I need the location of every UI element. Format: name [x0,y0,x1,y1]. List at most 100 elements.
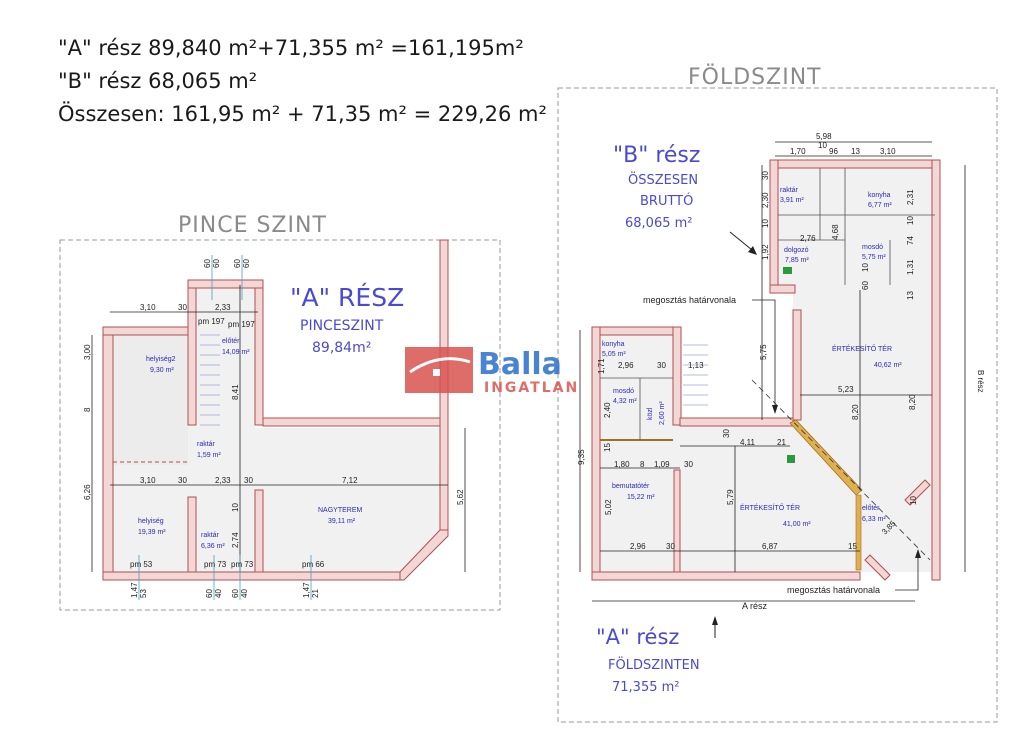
room-name: ÉRTÉKESÍTŐ TÉR [832,344,892,353]
dimension: 74 [906,236,915,245]
b-part-area: 68,065 m² [625,216,693,231]
a-part-label: A rész [742,601,768,611]
ground-level-title: FÖLDSZINT [688,64,822,90]
basement-frame [59,239,501,611]
room-area: 3,91 m² [780,197,804,204]
b-part-sub1: ÖSSZESEN [628,171,698,188]
dimension: 1,70 [790,147,806,156]
dimension: 1,47 [130,582,139,598]
dimension: 3,10 [140,476,156,485]
room-name: dolgozó [784,247,809,254]
room-area: 7,85 m² [785,257,809,264]
dimension: 60 [212,259,221,268]
dimension: 5,98 [816,132,832,141]
room-area: 6,36 m² [201,543,225,550]
room-area: 1,59 m² [197,452,221,459]
dimension: 2,33 [215,303,231,312]
dimension: 8,20 [908,394,917,410]
dimension: 8 [83,407,92,412]
b-part-sub2: BRUTTÓ [640,193,693,209]
dimension: 1,31 [906,259,915,275]
dimension: pm 73 [231,560,254,569]
room-name: konyha [868,192,891,199]
ground-floor-frame [557,87,998,723]
dimension: 5,75 [759,344,768,360]
logo-sub: INGATLAN [484,380,579,396]
dimension: 1,92 [761,244,770,260]
dimension: 2,96 [618,361,634,370]
dimension: 15 [848,542,857,551]
room-name: raktár [201,532,220,539]
dimension: 2,33 [215,476,231,485]
summary-line-total: Összesen: 161,95 m² + 71,35 m² = 229,26 … [58,101,547,126]
dimension: 2,30 [761,192,770,208]
dimension: 13 [906,291,915,300]
dimension: 21 [311,589,320,598]
room-area: 5,05 m² [602,351,626,358]
dimension: 10 [861,263,870,272]
room-area: 14,09 m² [222,349,250,356]
dimension: 5,79 [726,489,735,505]
dimension: 60 [231,589,240,598]
dimension: 10 [906,216,915,225]
room-area: 19,39 m² [138,529,166,536]
dimension: 6,87 [762,542,778,551]
dimension: 30 [178,303,187,312]
dimension: 96 [829,147,838,156]
summary-line-b: "B" rész 68,065 m² [58,69,257,93]
dimension: 13 [851,147,860,156]
b-side-label: B rész [976,370,985,393]
dimension: 8,41 [231,384,240,400]
dimension: 9,35 [577,449,586,465]
room-name: konyha [602,341,625,348]
room-area: 5,75 m² [862,254,886,261]
room-area: 6,77 m² [868,202,892,209]
room-name: NAGYTEREM [318,507,363,514]
dimension: 30 [684,460,693,469]
divider-label-bottom: megosztás határvonala [787,585,880,595]
room-name: előtér [222,338,240,345]
dimension: 2,76 [800,234,816,243]
a-part-area: 71,355 m² [612,680,680,695]
basement-part-title: "A" RÉSZ [290,283,404,312]
dimension: 53 [139,589,148,598]
dimension: 30 [666,542,675,551]
room-name: helyiség [138,518,164,525]
dimension: 3,10 [140,303,156,312]
room-area: 9,30 m² [150,367,174,374]
dimension: 5,23 [838,385,854,394]
room-area: 40,62 m² [874,362,902,369]
room-area: 2,60 m² [659,401,666,425]
dimension: 2,74 [231,532,240,548]
room-name: ÉRTÉKESÍTŐ TÉR [740,503,800,512]
dimension: 60 [203,259,212,268]
room-name: közl [647,407,654,420]
a-part-title: "A" rész [596,625,679,649]
room-name: raktár [197,441,216,448]
room-area: 15,22 m² [627,494,655,501]
dimension: 40 [214,589,223,598]
room-name: előtér [862,505,880,512]
room-area: 4,32 m² [613,398,637,405]
ground-plan: raktár 3,91 m² konyha 6,77 m² dolgozó 7,… [577,132,985,695]
dimension: pm 73 [204,560,227,569]
b-part-title: "B" rész [613,143,700,168]
room-area: 6,33 m² [862,516,886,523]
dimension: pm 66 [302,560,325,569]
dimension: 4,11 [740,438,756,447]
dimension: 30 [244,476,253,485]
dimension: 10 [818,141,827,150]
dimension: 30 [722,429,731,438]
dimension: 10 [231,503,240,512]
dimension: 60 [242,259,251,268]
dimension: pm 197 [228,320,255,329]
balla-logo: Balla INGATLAN [405,347,579,396]
dimension: 2,96 [630,542,646,551]
dimension: 2,31 [906,189,915,205]
room-area: 39,11 m² [328,518,356,525]
divider-label-top: megosztás határvonala [643,295,736,305]
dimension: 5,62 [456,489,465,505]
a-part-sub: FÖLDSZINTEN [608,656,700,673]
room-name: helyiség2 [146,356,176,363]
